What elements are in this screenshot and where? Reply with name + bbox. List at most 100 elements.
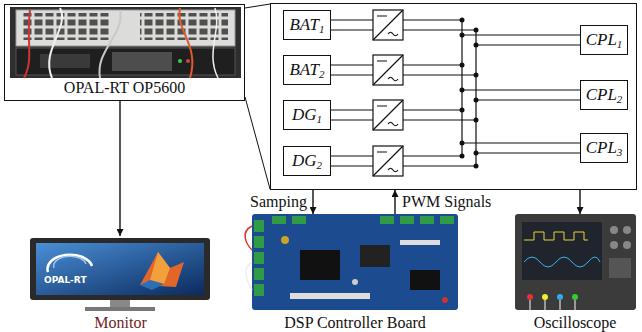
oscilloscope-node: Oscilloscope <box>513 214 637 332</box>
subscript: 2 <box>317 159 323 171</box>
controller-board-picture <box>254 284 264 296</box>
subscript: 1 <box>617 38 623 50</box>
monitor-picture <box>30 238 210 311</box>
simulator-photo <box>40 54 90 68</box>
load-box: CPL2 <box>580 80 628 110</box>
converter-symbol <box>373 146 403 176</box>
signal-arrow <box>579 190 580 214</box>
oscilloscope-picture <box>524 257 600 267</box>
controller-node: DSP Controller Board <box>250 214 460 332</box>
controller-board-picture <box>272 216 286 224</box>
controller-board-picture <box>245 226 252 250</box>
junction-dot <box>474 151 479 156</box>
converter-symbol <box>373 55 403 85</box>
node-label: OPAL-RT OP5600 <box>64 79 185 97</box>
simulator-photo <box>179 8 192 78</box>
node-label: DSP Controller Board <box>284 314 426 332</box>
signal-label: PWM Signals <box>401 193 492 211</box>
converter-symbol <box>373 10 403 176</box>
oscilloscope-picture <box>515 214 636 310</box>
oscilloscope-picture <box>522 222 602 280</box>
load-box: CPL3 <box>580 133 628 163</box>
junction-dot <box>460 108 465 113</box>
load-box: CPL1 <box>580 25 628 55</box>
controller-board-picture <box>360 245 390 267</box>
controller-board-picture <box>254 268 264 280</box>
simulator-photo <box>186 59 190 63</box>
controller-board-picture <box>292 216 306 224</box>
controller-board-picture <box>281 236 289 244</box>
zoom-line <box>245 4 270 8</box>
monitor-picture <box>110 300 130 307</box>
signal-arrow <box>394 190 395 214</box>
simulator-photo <box>49 8 62 78</box>
oscilloscope-picture <box>527 294 533 300</box>
junction-dot <box>460 141 465 146</box>
converter-symbol <box>373 10 403 40</box>
oscilloscope-picture <box>515 214 636 310</box>
junction-dot <box>474 28 479 33</box>
controller-board-picture <box>442 297 448 303</box>
controller-board-picture <box>254 236 264 248</box>
junction-dot <box>474 118 479 123</box>
simulator-photo <box>178 59 182 63</box>
oscilloscope-picture <box>530 300 575 310</box>
controller-board-picture <box>440 216 454 224</box>
simulator-photo <box>16 10 235 46</box>
symbol-label: DG1 <box>292 106 322 124</box>
node-label: Oscilloscope <box>534 314 617 332</box>
symbol-label: DG2 <box>292 152 322 170</box>
oscilloscope-picture <box>610 241 618 249</box>
junction-dot <box>460 154 465 159</box>
junction-dot <box>460 63 465 68</box>
monitor-picture <box>54 256 86 268</box>
signal-label: Samping <box>249 193 308 211</box>
symbol-label: BAT2 <box>289 61 324 79</box>
source-box: BAT1 <box>283 10 331 40</box>
simulator-photo <box>112 52 172 71</box>
simulator-box: OPAL-RT OP5600 <box>4 4 245 101</box>
junction-dot <box>460 18 479 169</box>
bus-wiring <box>462 35 580 153</box>
monitor-picture <box>150 252 170 284</box>
system-box: BAT1BAT2DG1DG2 CPL1CPL2CPL3 <box>270 3 637 190</box>
symbol-label: CPL2 <box>586 86 623 104</box>
junction-dot <box>460 18 465 23</box>
symbol-label: BAT1 <box>289 16 324 34</box>
monitor-picture <box>47 255 92 272</box>
controller-board-picture <box>420 216 434 224</box>
oscilloscope-picture <box>609 258 631 278</box>
source-box: BAT2 <box>283 55 331 85</box>
oscilloscope-picture <box>623 226 631 234</box>
bus-wiring <box>331 20 580 166</box>
controller-board-picture <box>352 279 358 285</box>
simulator-photo <box>99 10 120 78</box>
oscilloscope-picture <box>557 294 563 300</box>
converter-symbol <box>373 100 403 130</box>
junction-dot <box>474 164 479 169</box>
source-box: DG1 <box>283 100 331 130</box>
bus-wiring <box>403 20 476 166</box>
node-label: Monitor <box>94 314 146 332</box>
logo-text: OPAL-RT <box>44 275 87 286</box>
junction-dot <box>474 43 479 48</box>
controller-board-picture <box>410 270 440 290</box>
junction-dot <box>474 98 479 103</box>
monitor-picture <box>85 307 155 311</box>
symbol-label: CPL3 <box>586 139 623 157</box>
junction-dot <box>460 88 465 93</box>
signal-arrow <box>312 190 313 214</box>
oscilloscope-picture <box>610 226 618 234</box>
simulator-photo <box>22 13 110 40</box>
controller-board-picture <box>245 214 458 310</box>
converter-symbol <box>373 100 403 130</box>
source-box: DG2 <box>283 146 331 176</box>
bus-wiring <box>331 20 373 166</box>
controller-board-picture <box>254 220 264 232</box>
subscript: 1 <box>317 113 323 125</box>
controller-board-picture <box>380 216 394 224</box>
monitor-picture <box>140 280 164 290</box>
junction-dot <box>474 73 479 78</box>
oscilloscope-picture <box>542 294 548 300</box>
controller-board-picture <box>246 262 252 290</box>
